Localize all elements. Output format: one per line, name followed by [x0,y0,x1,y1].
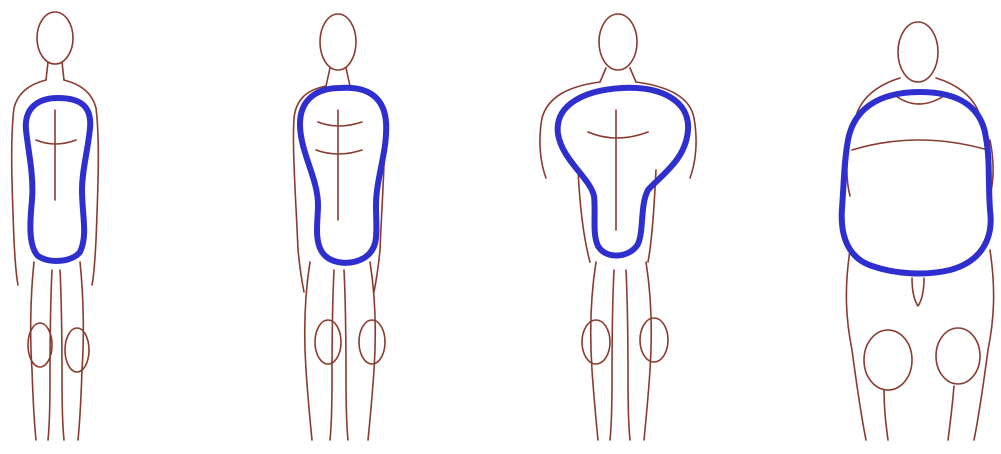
figure-average [293,14,386,440]
figure-heavy-sketch [846,22,993,440]
chest-line [852,140,988,150]
figure-slim [12,12,99,440]
left-leg-outer [591,262,598,440]
head [898,22,938,82]
right-knee [640,318,668,362]
figure-average-sketch [293,14,385,440]
left-leg-outer [31,262,36,440]
figure-average-torso-outline [300,88,386,263]
left-leg-outer [846,250,866,440]
right-knee [359,320,385,364]
left-knee [315,320,341,364]
crotch [912,278,924,306]
chest-line [36,140,76,144]
right-leg-outer [78,262,83,440]
figure-muscular-torso-outline [558,88,688,256]
figure-muscular-sketch [540,14,696,440]
figure-heavy-torso-outline [842,92,991,273]
figure-slim-torso-outline [26,98,90,261]
right-leg-inner [626,270,630,440]
head [37,12,73,64]
shoulders [856,78,980,116]
right-knee [65,328,89,372]
left-leg-inner [610,270,614,440]
lower-legs [884,386,954,440]
left-leg-outer [305,262,312,440]
chest-line [318,122,362,126]
right-knee [936,328,980,384]
left-leg-inner [330,270,334,440]
chest-line [588,132,648,138]
right-leg-inner [60,270,64,440]
head [599,14,637,70]
figure-heavy [842,22,994,440]
left-knee [582,320,610,364]
head [320,14,356,70]
neck-fold [896,96,944,104]
pec-line [316,150,362,154]
right-leg-outer [368,262,375,440]
left-knee [864,330,912,390]
right-leg-outer [644,262,651,440]
right-leg-inner [344,270,348,440]
right-leg-outer [974,250,994,440]
figure-muscular [540,14,696,440]
